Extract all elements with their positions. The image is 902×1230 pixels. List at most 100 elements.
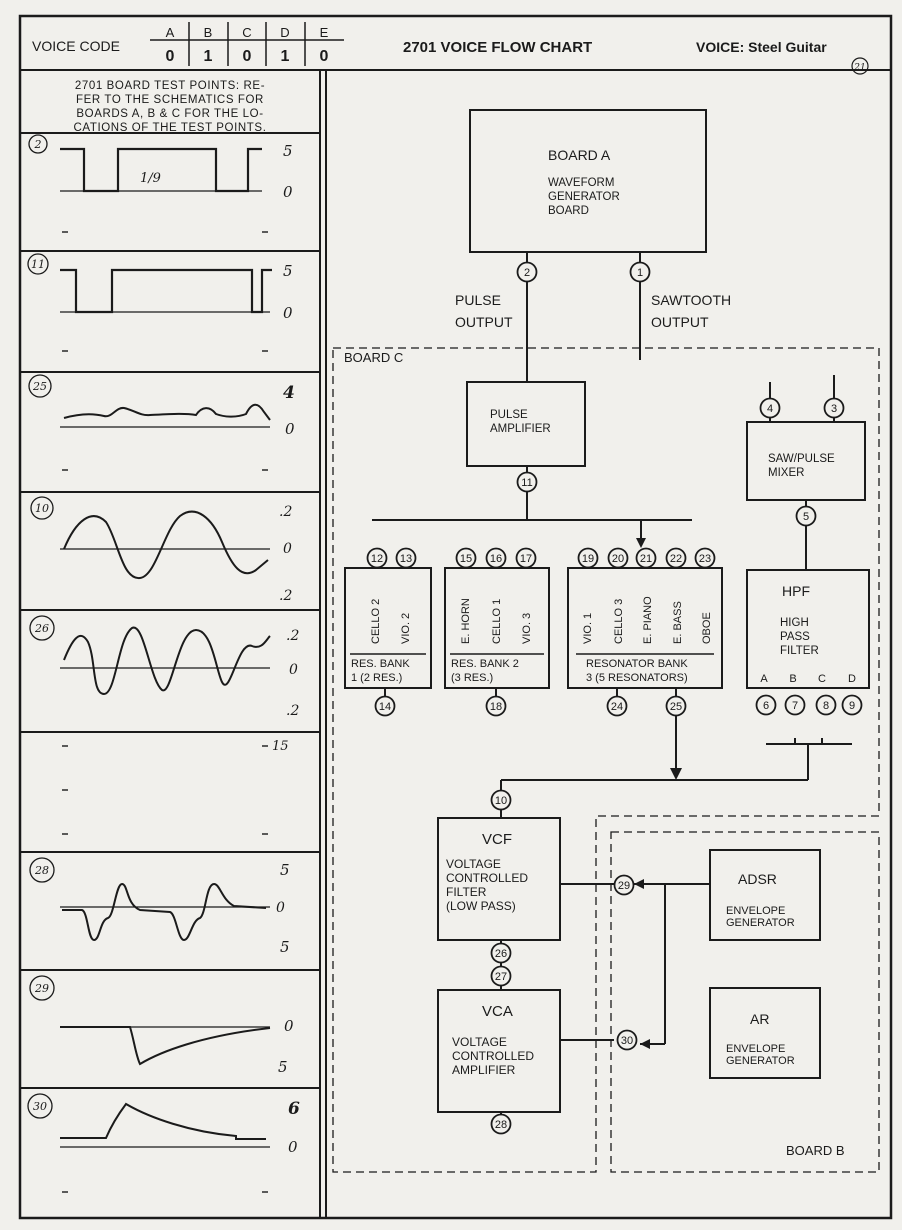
test-point-circle <box>815 694 837 716</box>
waveform-panel-tp26: 26 .2 0 .2 <box>29 615 299 719</box>
level-marker: 0 <box>283 183 293 201</box>
test-point-number: 27 <box>495 971 507 983</box>
hpf-title: HPF <box>782 583 810 599</box>
hpf-tap-a: A <box>760 673 768 685</box>
level-marker: 0 <box>285 420 295 438</box>
vca-line: VOLTAGE <box>452 1035 507 1049</box>
test-point-number: 26 <box>495 948 507 960</box>
test-point-19: 19 <box>577 547 599 569</box>
hpf-line: PASS <box>780 631 810 643</box>
level-marker: 6 <box>288 1099 300 1119</box>
vcf-line: CONTROLLED <box>446 871 528 885</box>
test-point-30: 30 <box>616 1029 638 1051</box>
test-point-number: 5 <box>803 511 809 523</box>
adsr-block <box>709 849 821 941</box>
test-point-12: 12 <box>366 547 388 569</box>
page-frame <box>18 14 893 1220</box>
waveform-trace <box>60 147 262 193</box>
test-point-number: 1 <box>637 267 643 279</box>
waveform-panel-blank: 15 <box>62 739 289 835</box>
board-a-title: BOARD A <box>548 147 611 163</box>
hpf-line: FILTER <box>780 645 819 657</box>
test-point-number: 20 <box>612 553 624 565</box>
test-point-circle <box>694 547 716 569</box>
note-line-2: FER TO THE SCHEMATICS FOR <box>76 94 264 106</box>
test-point-11: 11 <box>516 471 538 493</box>
test-point-22: 22 <box>665 547 687 569</box>
voice-vio-2: VIO. 2 <box>400 613 412 644</box>
code-value-b: 1 <box>204 48 213 65</box>
page-mark: 21 <box>853 63 865 73</box>
test-point-7: 7 <box>784 694 806 716</box>
test-point-20: 20 <box>607 547 629 569</box>
waveform-trace <box>63 510 269 580</box>
test-point-23: 23 <box>694 547 716 569</box>
adsr-line: ENVELOPE <box>726 905 785 917</box>
res-bank-2-label: RES. BANK 2 <box>451 658 519 670</box>
level-marker: .2 <box>279 588 292 604</box>
panel-tp-label: 25 <box>32 380 47 393</box>
test-point-number: 19 <box>582 553 594 565</box>
test-point-number: 29 <box>618 880 630 892</box>
voice-e-bass: E. BASS <box>672 601 684 644</box>
test-point-circle <box>516 261 538 283</box>
waveform-panel-tp11: 11 5 0 <box>27 253 293 352</box>
test-point-29: 29 <box>613 874 635 896</box>
level-marker: 5 <box>283 262 293 280</box>
level-marker: 4 <box>283 383 295 403</box>
level-marker: 5 <box>280 938 290 956</box>
test-point-circle <box>577 547 599 569</box>
test-point-circle <box>613 874 635 896</box>
test-point-number: 23 <box>699 553 711 565</box>
vcf-line: VOLTAGE <box>446 857 501 871</box>
diagram-blocks <box>344 109 870 1113</box>
waveform-trace <box>60 1026 271 1066</box>
hpf-tap-d: D <box>848 673 856 685</box>
block-labels: BOARD A WAVEFORM GENERATOR BOARD PULSE O… <box>351 147 856 1077</box>
panel-tp-circle <box>28 134 48 154</box>
test-point-circle <box>490 1113 512 1135</box>
code-value-e: 0 <box>320 48 329 65</box>
test-point-13: 13 <box>395 547 417 569</box>
test-point-circle <box>516 471 538 493</box>
board-a-line: WAVEFORM <box>548 177 614 189</box>
board-b-boundary <box>610 831 880 1173</box>
test-point-17: 17 <box>515 547 537 569</box>
hpf-tap-c: C <box>818 673 826 685</box>
signal-wiring <box>372 252 852 1114</box>
test-point-6: 6 <box>755 694 777 716</box>
test-point-circle <box>490 942 512 964</box>
voice-code-table: A B C D E 0 1 0 1 0 <box>150 22 344 66</box>
board-b-label: BOARD B <box>786 1143 845 1158</box>
test-point-16: 16 <box>485 547 507 569</box>
test-point-25: 25 <box>665 695 687 717</box>
test-point-circle <box>823 397 845 419</box>
test-point-number: 22 <box>670 553 682 565</box>
voice-e-horn: E. HORN <box>460 598 472 644</box>
panel-dividers <box>20 132 320 1089</box>
test-point-number: 2 <box>524 267 530 279</box>
panel-tp-circle <box>27 253 49 275</box>
test-point-number: 30 <box>621 1035 633 1047</box>
res-bank-1-block <box>344 567 432 689</box>
test-point-number: 16 <box>490 553 502 565</box>
code-value-c: 0 <box>243 48 252 65</box>
test-point-circle <box>490 965 512 987</box>
adsr-line: GENERATOR <box>726 917 795 929</box>
vca-block <box>437 989 561 1113</box>
test-point-14: 14 <box>374 695 396 717</box>
level-marker: 15 <box>272 739 289 754</box>
test-point-number: 24 <box>611 701 623 713</box>
test-point-circle <box>490 789 512 811</box>
waveform-panel-tp28: 28 5 0 5 <box>29 857 290 956</box>
voice-oboe: OBOE <box>701 612 713 644</box>
test-point-3: 3 <box>823 397 845 419</box>
res-bank-1-label: RES. BANK <box>351 658 410 670</box>
sawtooth-output-label: SAWTOOTH <box>651 292 731 308</box>
pulse-amplifier-block <box>466 381 586 467</box>
saw-mixer-label: MIXER <box>768 467 804 479</box>
chart-title: 2701 VOICE FLOW CHART <box>403 39 592 56</box>
test-point-number: 9 <box>849 700 855 712</box>
board-c-label: BOARD C <box>344 350 403 365</box>
vca-line: AMPLIFIER <box>452 1063 516 1077</box>
